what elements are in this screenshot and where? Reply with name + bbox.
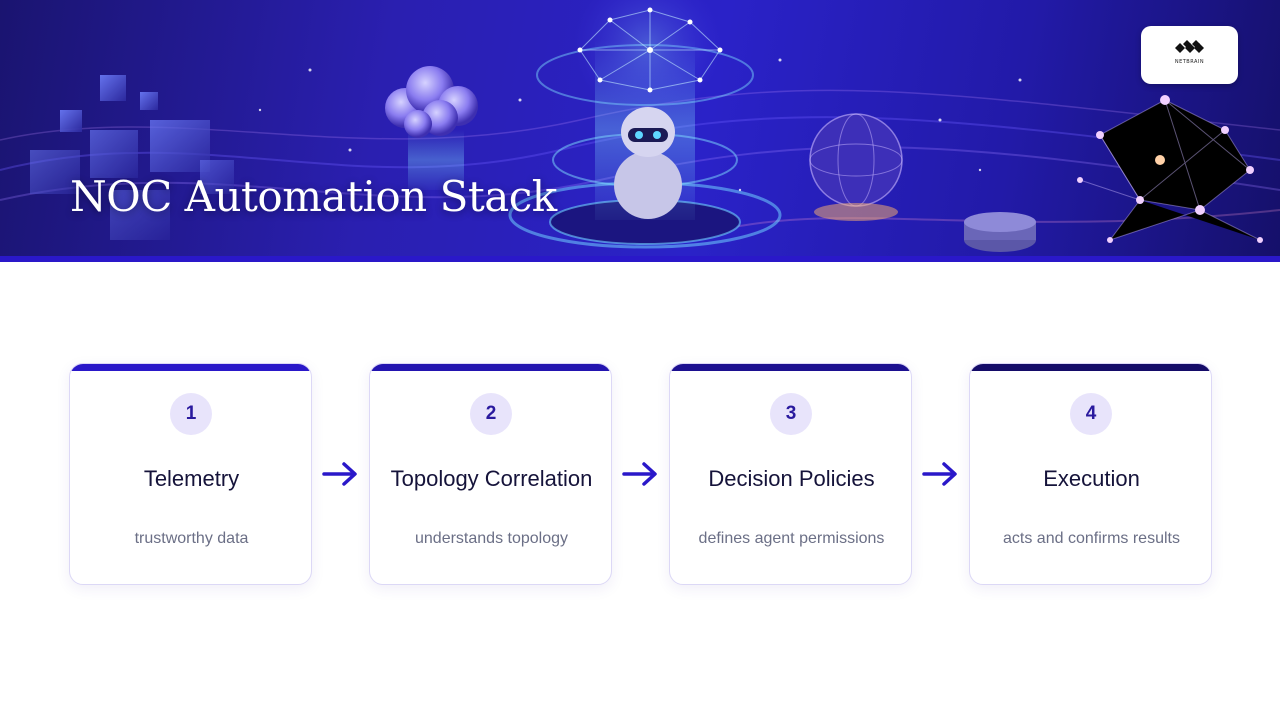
step-subtitle: understands topology	[415, 530, 568, 547]
arrow-right-icon	[622, 462, 657, 486]
logo[interactable]: NETBRAIN	[1141, 26, 1238, 84]
step-number-badge: 1	[170, 393, 212, 435]
step-card-execution: 4 Execution acts and confirms results	[969, 363, 1212, 585]
step-number-badge: 4	[1070, 393, 1112, 435]
card-accent-bar	[70, 364, 311, 371]
step-title: Telemetry	[143, 465, 240, 491]
step-subtitle: trustworthy data	[134, 530, 249, 547]
step-subtitle: acts and confirms results	[1003, 530, 1180, 547]
step-card-topology-correlation: 2 Topology Correlation understands topol…	[369, 363, 612, 585]
logo-text: NETBRAIN	[1174, 59, 1205, 65]
card-accent-bar	[370, 364, 611, 371]
page-title: NOC Automation Stack	[70, 172, 557, 221]
card-accent-bar	[970, 364, 1211, 371]
header-banner: NOC Automation Stack NETBRAIN	[0, 0, 1280, 262]
step-subtitle: defines agent permissions	[698, 530, 885, 547]
step-card-telemetry: 1 Telemetry trustworthy data	[69, 363, 312, 585]
step-title: Decision Policies	[708, 465, 875, 491]
step-number-badge: 2	[470, 393, 512, 435]
step-title: Topology Correlation	[390, 465, 593, 491]
banner-underline	[0, 256, 1280, 262]
arrow-right-icon	[322, 462, 357, 486]
arrow-right-icon	[922, 462, 957, 486]
netbrain-logo-icon	[1175, 40, 1204, 53]
step-card-decision-policies: 3 Decision Policies defines agent permis…	[669, 363, 912, 585]
step-number-badge: 3	[770, 393, 812, 435]
network-illustration	[0, 0, 1280, 252]
step-title: Execution	[1043, 465, 1140, 491]
card-accent-bar	[670, 364, 911, 371]
